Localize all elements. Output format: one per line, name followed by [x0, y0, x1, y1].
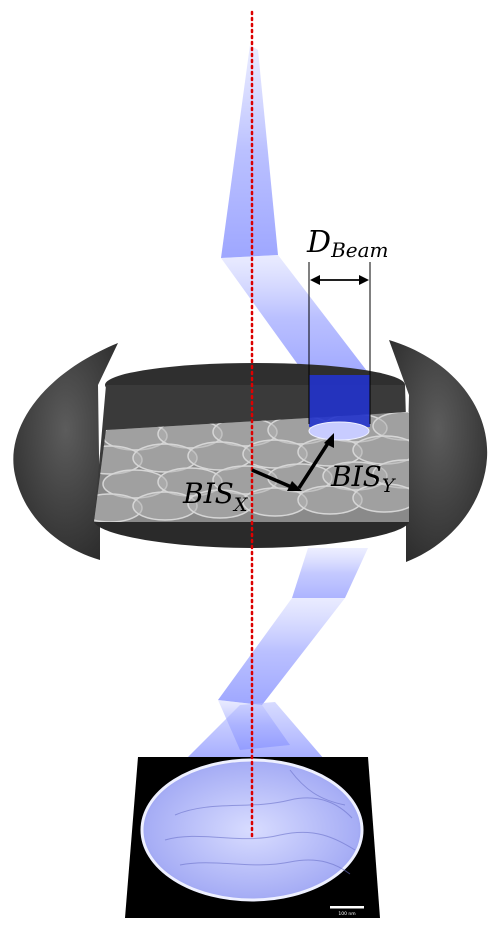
micrograph-scale-bar-label: 100 nm: [338, 911, 355, 917]
bis-y-arrowhead: [324, 433, 334, 448]
beam-spot-on-grid: [308, 421, 370, 441]
bis-x-arrow: [251, 468, 297, 491]
incoming-beam-upper: [221, 45, 278, 258]
bis-x-arrowhead: [287, 481, 302, 491]
holder-right: [389, 340, 488, 562]
micrograph-texture: [164, 769, 356, 875]
incoming-beam-middle: [221, 255, 370, 380]
bis-x-label: BISX: [182, 477, 249, 516]
bis-y-arrow: [297, 439, 332, 489]
beam-diameter-label: DBeam: [306, 225, 388, 262]
outgoing-beam-lower-1: [292, 548, 368, 598]
holder-left: [13, 343, 118, 560]
beam-diameter-arrowhead-right: [359, 275, 369, 285]
holey-carbon-pattern: [94, 412, 409, 522]
beam-diameter-arrowhead-left: [310, 275, 320, 285]
micrograph-scale-bar: [330, 906, 364, 909]
outgoing-beam-lower-2: [218, 598, 345, 705]
bis-y-label: BISY: [330, 460, 397, 497]
beam-cylinder-on-grid: [309, 375, 370, 427]
